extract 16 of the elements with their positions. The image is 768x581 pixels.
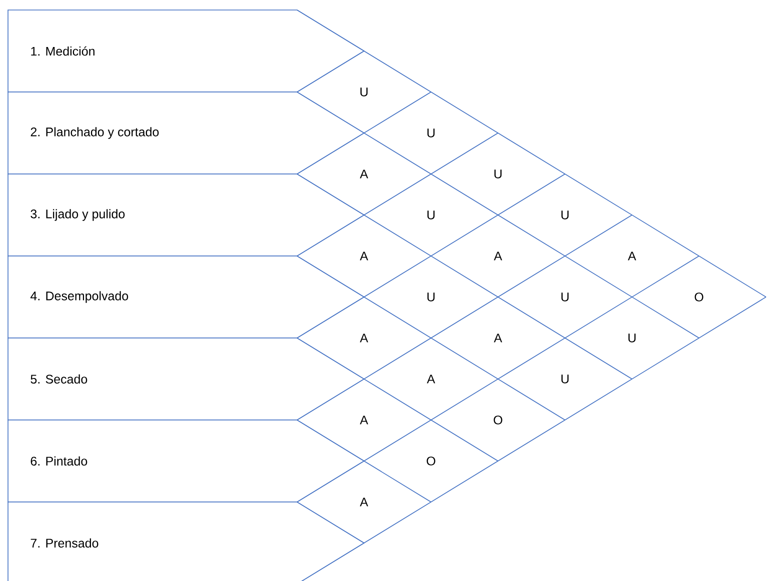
relationship-code: U	[494, 170, 502, 178]
relationship-code: O	[494, 416, 502, 424]
node-label: 7. Prensado	[30, 538, 98, 548]
relationship-code: U	[427, 128, 435, 138]
relationship-code: U	[561, 210, 569, 220]
relationship-code: U	[628, 334, 636, 342]
relationship-code: A	[628, 252, 636, 260]
relationship-code: A	[494, 252, 502, 260]
relationship-code: U	[427, 210, 435, 220]
relationship-code: A	[494, 334, 502, 342]
relationship-code: O	[426, 456, 436, 466]
relationship-code: A	[426, 374, 436, 384]
relationship-code: U	[427, 292, 435, 302]
relationship-code: O	[694, 292, 704, 302]
relationship-code: U	[561, 292, 569, 302]
relationship-code: U	[561, 374, 569, 384]
